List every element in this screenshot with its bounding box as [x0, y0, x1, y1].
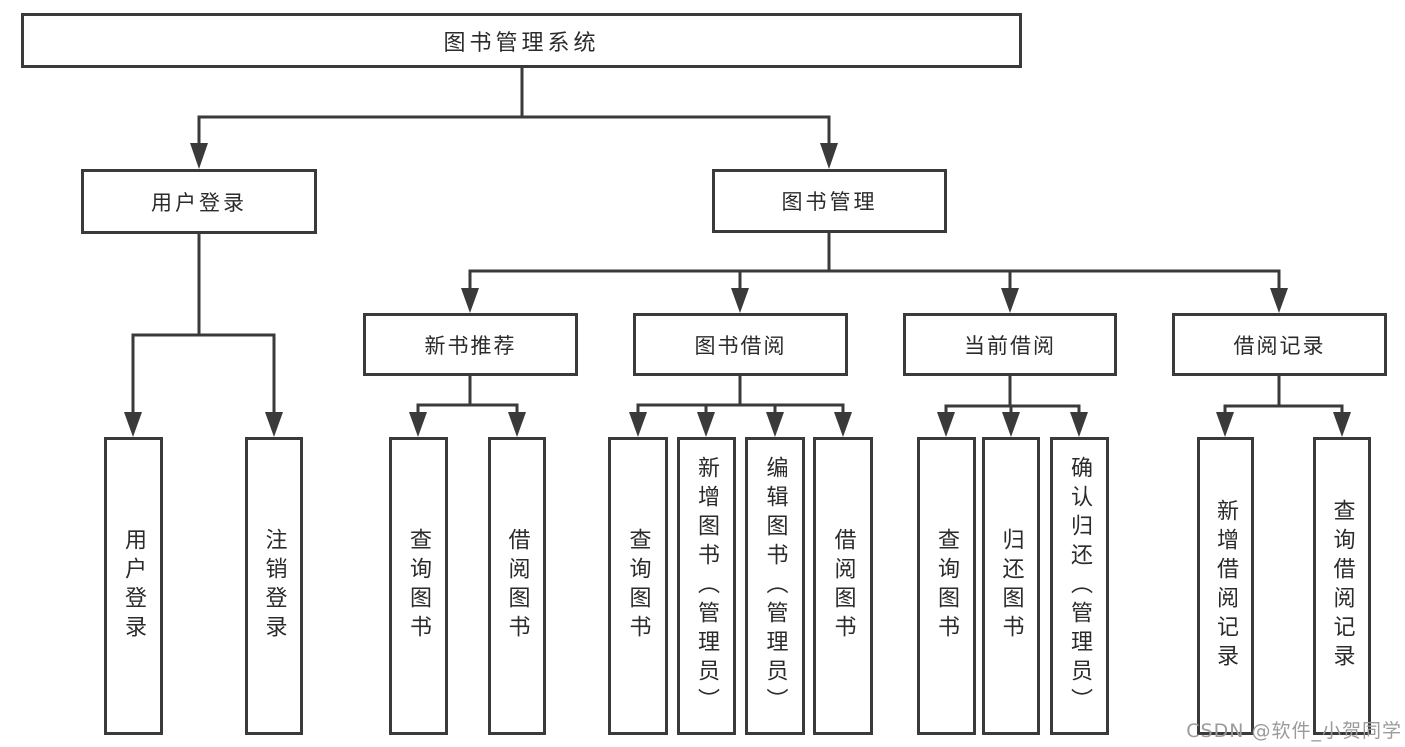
node-borrow-records: 借阅记录 — [1172, 313, 1387, 376]
node-label: 图书借阅 — [694, 333, 787, 358]
leaf-query-books-recommend: 查询图书 — [389, 437, 448, 735]
leaf-label: 借阅图书 — [504, 528, 530, 644]
leaf-edit-books-admin: 编辑图书（管理员） — [745, 437, 805, 735]
leaf-add-borrow-record: 新增借阅记录 — [1197, 437, 1254, 735]
leaf-return-books: 归还图书 — [982, 437, 1040, 735]
leaf-label: 新增借阅记录 — [1213, 499, 1239, 673]
leaf-label: 注销登录 — [261, 528, 287, 644]
node-user-login: 用户登录 — [81, 169, 317, 234]
node-current-borrowing: 当前借阅 — [903, 313, 1117, 376]
leaf-label: 查询图书 — [934, 528, 960, 644]
leaf-label: 归还图书 — [998, 528, 1024, 644]
node-library-system-root: 图书管理系统 — [21, 13, 1022, 68]
leaf-label: 用户登录 — [121, 528, 147, 644]
leaf-user-login: 用户登录 — [104, 437, 163, 735]
leaf-label: 借阅图书 — [830, 528, 856, 644]
leaf-label: 查询图书 — [406, 528, 432, 644]
watermark: CSDN @软件_小贺同学 — [1186, 720, 1402, 742]
node-label: 新书推荐 — [424, 333, 517, 358]
node-new-book-recommend: 新书推荐 — [363, 313, 578, 376]
node-book-borrowing: 图书借阅 — [633, 313, 848, 376]
leaf-confirm-return-admin: 确认归还（管理员） — [1050, 437, 1109, 735]
node-book-management: 图书管理 — [712, 169, 947, 233]
leaf-borrow-books-borrowing: 借阅图书 — [813, 437, 873, 735]
leaf-query-books-borrowing: 查询图书 — [608, 437, 668, 735]
node-label: 当前借阅 — [964, 333, 1056, 358]
node-label: 借阅记录 — [1233, 333, 1326, 358]
node-label: 用户登录 — [151, 190, 247, 215]
leaf-label: 查询借阅记录 — [1329, 499, 1355, 673]
leaf-label: 查询图书 — [625, 528, 651, 644]
leaf-label: 新增图书（管理员） — [694, 455, 720, 717]
leaf-label: 编辑图书（管理员） — [762, 455, 788, 717]
leaf-label: 确认归还（管理员） — [1067, 455, 1093, 717]
leaf-query-books-current: 查询图书 — [917, 437, 976, 735]
leaf-query-borrow-record: 查询借阅记录 — [1313, 437, 1371, 735]
node-label: 图书管理 — [781, 190, 878, 214]
leaf-add-books-admin: 新增图书（管理员） — [677, 437, 736, 735]
node-label: 图书管理系统 — [443, 30, 600, 56]
leaf-logout-login: 注销登录 — [245, 437, 303, 735]
leaf-borrow-books-recommend: 借阅图书 — [488, 437, 546, 735]
